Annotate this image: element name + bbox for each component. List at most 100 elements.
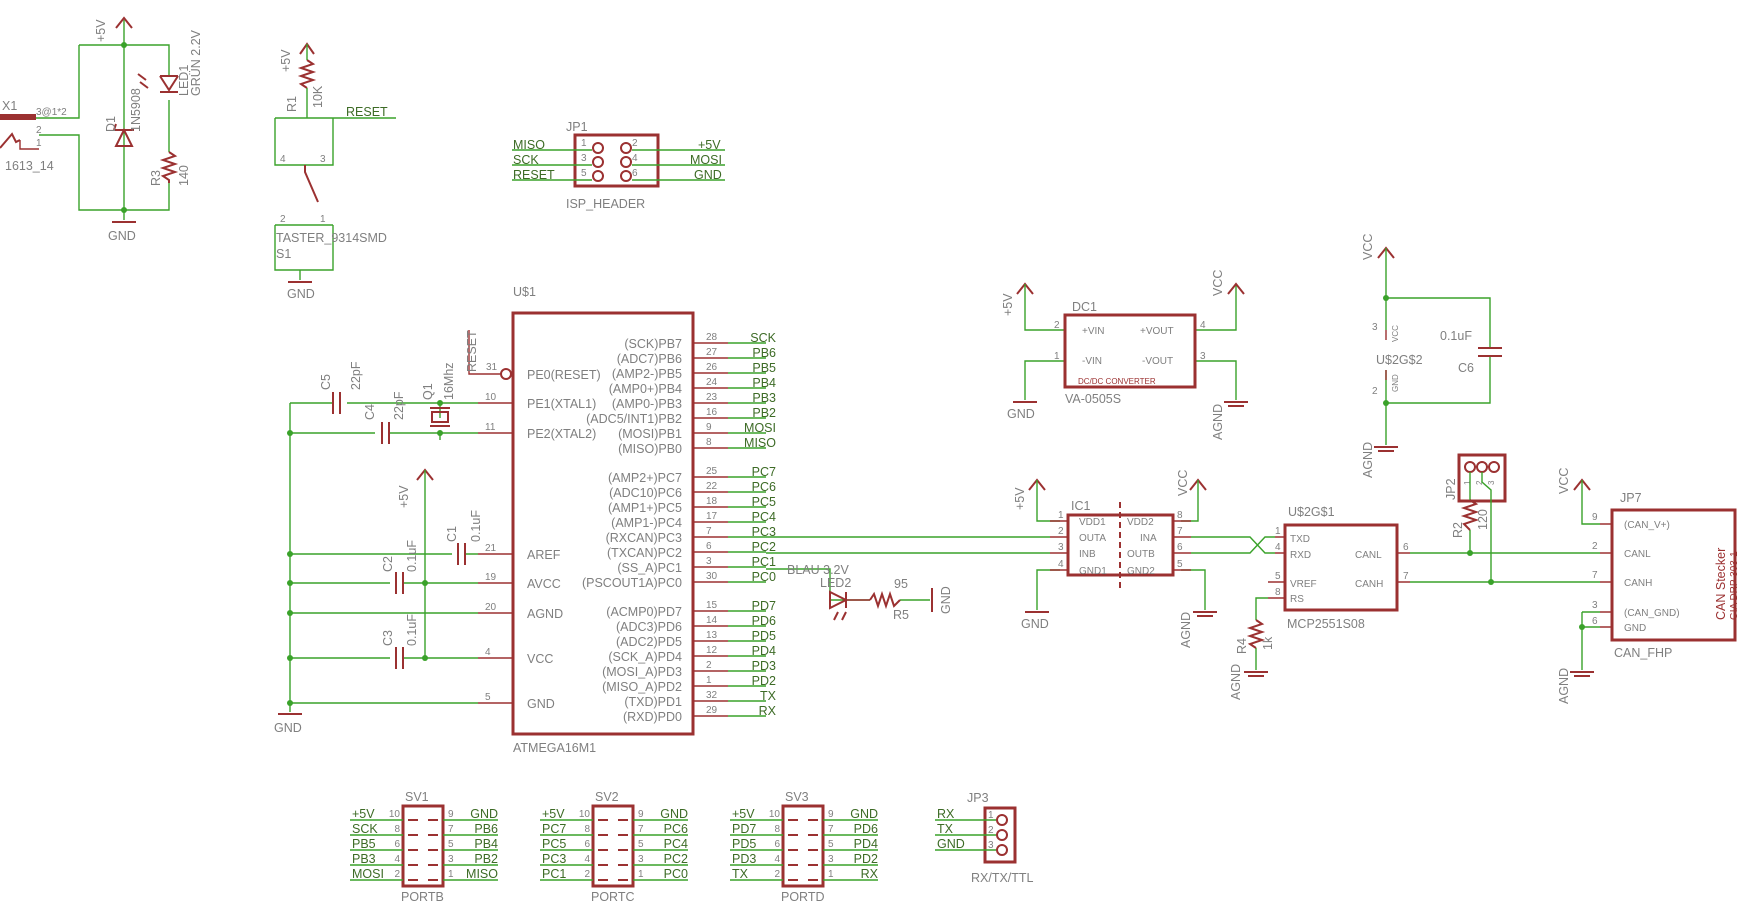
- vcc-label-3: VCC: [1361, 234, 1375, 260]
- mcu-right-pin-number: 3: [706, 556, 712, 567]
- mcu-right-pin-number: 30: [706, 571, 718, 582]
- c4-name: C4: [363, 404, 377, 420]
- c1-value: 0.1uF: [469, 510, 483, 542]
- c3-cap-icon: [395, 647, 404, 669]
- jp3-pin-2: 2: [988, 825, 994, 836]
- d1-zener-icon: [113, 123, 134, 147]
- mcu-right-net-label: PD6: [752, 614, 776, 628]
- mcu-right-pin-number: 25: [706, 466, 718, 477]
- port-header-left-net: +5V: [352, 807, 375, 821]
- mcu-right-net-label: PC0: [752, 570, 776, 584]
- mcu-right-net-label: MOSI: [744, 421, 776, 435]
- ic1-right-label-4: GND2: [1127, 566, 1155, 577]
- mcu-left-pin-number: 20: [485, 602, 497, 613]
- mcu-right-net-label: PB2: [752, 406, 776, 420]
- c3-value: 0.1uF: [405, 614, 419, 646]
- mcu-right-net-label: PD4: [752, 644, 776, 658]
- port-header-left-net: TX: [732, 867, 749, 881]
- r3-name: R3: [149, 170, 163, 186]
- reset-inverter-bubble: [500, 368, 512, 380]
- mcu-right-pin-label: (ADC3)PD6: [616, 620, 682, 634]
- mcu-right-net-label: PC5: [752, 495, 776, 509]
- transceiver-left-label-1: TXD: [1290, 534, 1310, 545]
- port-header-left-net: PB5: [352, 837, 376, 851]
- mcu-right-pin-number: 16: [706, 407, 718, 418]
- mcu-right-pin-label: (SCK_A)PD4: [608, 650, 682, 664]
- isp-right-net-2: MOSI: [690, 153, 722, 167]
- mcu-right-pin-number: 2: [706, 660, 712, 671]
- port-header-right-pin: 5: [638, 839, 644, 850]
- dc1-pin-vout-n: -VOUT: [1142, 356, 1173, 367]
- port-header-left-pin: 10: [389, 809, 401, 820]
- mcu-right-pin-label: (MOSI_A)PD3: [602, 665, 682, 679]
- port-header-right-net: PB6: [474, 822, 498, 836]
- c5-name: C5: [319, 374, 333, 390]
- mcu-right-pin-label: (AMP0+)PB4: [609, 382, 682, 396]
- transceiver-left-label-4: RS: [1290, 594, 1304, 605]
- mcu-right-net-label: PD5: [752, 629, 776, 643]
- port-header-right-net: PD6: [854, 822, 878, 836]
- port-header-left-pin: 8: [584, 824, 590, 835]
- mcu-right-net-label: PC2: [752, 540, 776, 554]
- jp7-pin-5: 6: [1592, 616, 1598, 627]
- port-header-right-net: GND: [660, 807, 688, 821]
- r3-value: 140: [177, 165, 191, 186]
- jp7-name: JP7: [1620, 491, 1642, 505]
- led1-icon: [159, 75, 179, 93]
- ic1-right-pin-2: 7: [1177, 526, 1183, 537]
- gnd-label-2: GND: [287, 287, 315, 301]
- isp-right-pin-2: 4: [632, 153, 638, 164]
- mcu-right-net-label: PC6: [752, 480, 776, 494]
- port-header-body: [781, 804, 825, 888]
- port-header-left-pin: 2: [584, 869, 590, 880]
- isp-left-pin-2: 3: [581, 153, 587, 164]
- mcu-right-net-label: PB5: [752, 361, 776, 375]
- p5v-label-4: +5V: [1001, 293, 1015, 316]
- mcu-right-pin-number: 13: [706, 630, 718, 641]
- ic1-right-label-1: VDD2: [1127, 517, 1154, 528]
- jp3-pin-3: 3: [988, 840, 994, 851]
- c6-value: 0.1uF: [1440, 329, 1472, 343]
- port-header-name: SV2: [595, 790, 619, 804]
- mcu-right-net-label: PB3: [752, 391, 776, 405]
- termination-section: JP2 1 2 3 R2 120: [1410, 453, 1600, 585]
- mcu-left-pin-label: AVCC: [527, 577, 561, 591]
- mcu-right-pin-number: 8: [706, 437, 712, 448]
- transceiver-right-label-2: CANH: [1355, 579, 1383, 590]
- vcc-label-1: VCC: [1211, 270, 1225, 296]
- r2-resistor-icon: [1460, 499, 1480, 531]
- jp7-subtitle: GIA DRP 303-1: [1729, 551, 1740, 620]
- jp7-value: CAN_FHP: [1614, 646, 1672, 660]
- mcu-right-pin-label: (MISO)PB0: [618, 442, 682, 456]
- mcu-right-net-label: PD2: [752, 674, 776, 688]
- port-header-body: [401, 804, 445, 888]
- ic1-right-pin-3: 6: [1177, 542, 1183, 553]
- r1-name: R1: [285, 96, 299, 112]
- mcu-reset-pin: 31: [486, 362, 498, 373]
- q1-name: Q1: [421, 383, 435, 400]
- jp7-label-1: (CAN_V+): [1624, 520, 1670, 531]
- jp3-name: JP3: [967, 791, 989, 805]
- isp-right-net-1: +5V: [698, 138, 721, 152]
- mcu-left-pin-number: 4: [485, 647, 491, 658]
- mcu-right-pin-number: 27: [706, 347, 718, 358]
- agnd-bar-icon-2: [1193, 611, 1217, 617]
- p5v-label-3: +5V: [397, 485, 411, 508]
- port-header-left-pin: 10: [769, 809, 781, 820]
- jp3-pin-1: 1: [988, 810, 994, 821]
- c6-name: C6: [1458, 361, 1474, 375]
- led1-light-icon: [137, 73, 149, 89]
- mcu-right-pin-number: 24: [706, 377, 718, 388]
- s1-pin4: 4: [280, 154, 286, 165]
- d1-name: D1: [104, 116, 118, 132]
- port-header-left-net: PC7: [542, 822, 566, 836]
- port-header-left-pin: 8: [774, 824, 780, 835]
- port-header-left-net: PC1: [542, 867, 566, 881]
- dc1-value: VA-0505S: [1065, 392, 1121, 406]
- port-header-right-net: GND: [850, 807, 878, 821]
- gnd-label-1: GND: [108, 229, 136, 243]
- serial-header: JP3 RX TX GND 1 2 3 RX/TX/TTL: [935, 791, 1034, 885]
- mcu-right-pin-number: 1: [706, 675, 712, 686]
